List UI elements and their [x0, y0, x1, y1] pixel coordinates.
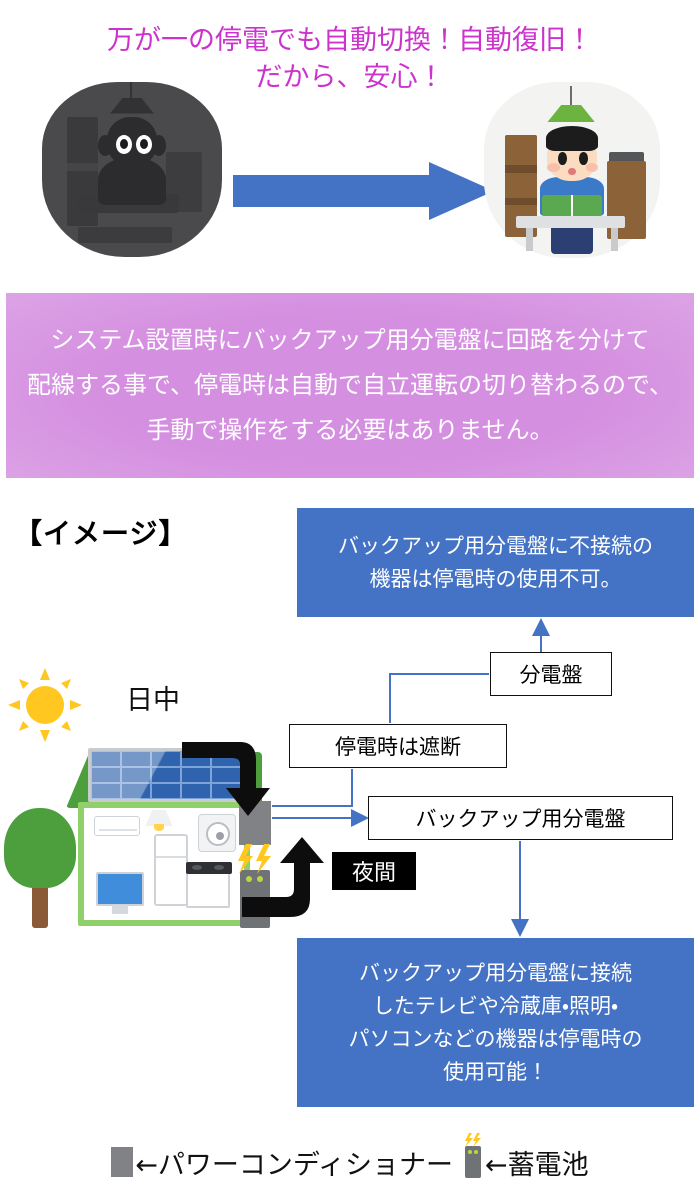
boy-mouth-icon [568, 168, 576, 176]
battery-to-conditioner-arrow-icon [236, 833, 382, 923]
explanation-callout-text: システム設置時にバックアップ用分電盤に回路を分けて 配線する事で、停電時は自動で… [26, 326, 674, 444]
green-ceiling-lamp-icon [547, 104, 596, 123]
dark-ceiling-lamp-icon [110, 97, 154, 114]
outage-cutoff-box: 停電時は遮断 [289, 724, 507, 768]
sun-icon [8, 668, 82, 742]
explanation-callout-banner: システム設置時にバックアップ用分電盤に回路を分けて 配線する事で、停電時は自動で… [6, 293, 694, 478]
backup-distribution-panel-box: バックアップ用分電盤 [368, 796, 673, 840]
boy-cheek-left-icon [547, 162, 560, 172]
night-label: 夜間 [332, 852, 416, 890]
lightning-bolt-icon [236, 844, 276, 874]
connected-devices-box: バックアップ用分電盤に接続 したテレビや冷蔵庫・照明・ パソコンなどの機器は停電… [297, 938, 694, 1107]
power-conditioner-swatch-icon [111, 1147, 134, 1177]
house-with-solar-panels-icon [66, 728, 262, 928]
system-diagram: 【イメージ】 バックアップ用分電盤に不接続の 機器は停電時の使用不可。 バックア… [0, 488, 700, 1192]
air-conditioner-icon [94, 816, 140, 836]
desk-icon [515, 215, 625, 229]
dark-lamp-cord-icon [130, 82, 133, 102]
television-stand-icon [112, 905, 128, 914]
lamp-cord-icon [570, 85, 573, 109]
house-interior-icon [78, 802, 250, 926]
legend-label-battery: ←蓄電池 [485, 1149, 589, 1181]
boy-eye-left-icon [557, 152, 567, 165]
dark-room-illustration [42, 82, 222, 257]
legend-label-power-conditioner: ←パワーコンディショナー [135, 1149, 454, 1181]
legend-item-power-conditioner: ←パワーコンディショナー [111, 1143, 453, 1182]
bright-room-illustration [484, 82, 660, 258]
tree-crown-icon [4, 808, 76, 888]
dark-person-eye-left-icon [115, 134, 132, 154]
interior-ceiling-lamp-icon [145, 810, 173, 826]
lamp-bulb-icon [154, 824, 164, 831]
legend-bar: ←パワーコンディショナー ←蓄電池 [0, 1133, 700, 1184]
not-connected-devices-box: バックアップ用分電盤に不接続の 機器は停電時の使用不可。 [297, 508, 694, 617]
legend-item-battery: ←蓄電池 [453, 1133, 589, 1182]
dark-person-eye-right-icon [135, 134, 152, 154]
solar-to-conditioner-arrow-icon [178, 740, 276, 818]
washing-machine-icon [198, 814, 236, 852]
boy-hair-icon [545, 126, 599, 151]
distribution-panel-box: 分電盤 [490, 652, 612, 696]
battery-bolt-icon [464, 1133, 482, 1147]
hero-section: 万が一の停電でも自動切換！自動復旧！ だから、安心！ [0, 0, 700, 285]
diagram-heading: 【イメージ】 [14, 517, 188, 550]
boy-eye-right-icon [579, 152, 588, 165]
boy-cheek-right-icon [586, 162, 599, 172]
page-title: 万が一の停電でも自動切換！自動復旧！ だから、安心！ [107, 25, 593, 93]
day-label: 日中 [126, 685, 180, 716]
desk-leg-right-icon [610, 228, 618, 251]
transition-arrow-icon [233, 160, 495, 222]
open-book-icon [542, 194, 602, 216]
boy-pants-icon [550, 222, 594, 255]
television-icon [96, 872, 144, 906]
tree-icon [4, 808, 76, 928]
desk-leg-left-icon [526, 228, 534, 251]
refrigerator-icon [154, 834, 188, 906]
dark-floor-icon [78, 227, 172, 243]
battery-swatch-icon [465, 1133, 482, 1178]
stove-icon [186, 862, 232, 908]
